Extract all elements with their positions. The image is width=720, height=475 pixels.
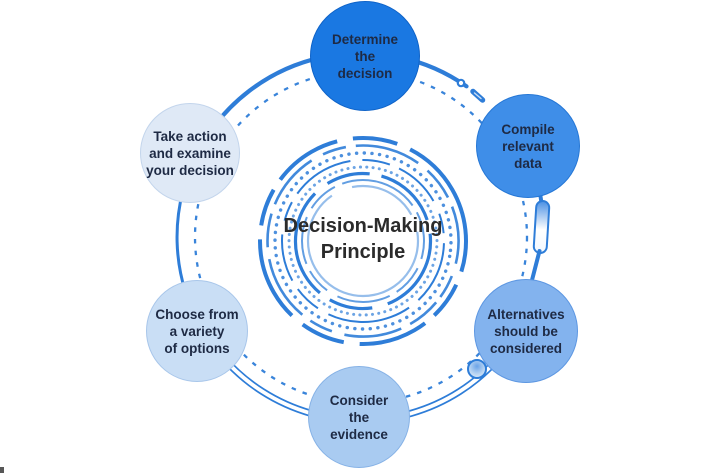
node-consider-the-evidence: Consider the evidence <box>308 366 410 468</box>
node-label-take-action: Take action and examine your decision <box>146 128 234 178</box>
right-link-lower <box>529 249 542 286</box>
node-label-determine: Determine the decision <box>331 31 399 81</box>
node-label-compile: Compile relevant data <box>501 121 555 171</box>
ring-ball <box>467 359 487 379</box>
scan-artifact <box>0 467 4 473</box>
node-compile-relevant-data: Compile relevant data <box>476 94 580 198</box>
arc-end-ring <box>456 78 466 88</box>
node-alternatives-considered: Alternatives should be considered <box>474 279 578 383</box>
center-ornament-rings <box>258 136 468 346</box>
right-link-capsule <box>532 200 551 254</box>
node-label-alternatives: Alternatives should be considered <box>487 306 565 356</box>
node-take-action: Take action and examine your decision <box>140 103 240 203</box>
node-determine-the-decision: Determine the decision <box>310 1 420 111</box>
node-label-consider: Consider the evidence <box>329 392 389 442</box>
node-label-choose: Choose from a variety of options <box>155 306 239 356</box>
diagram-title: Decision-Making Principle <box>283 215 443 263</box>
node-choose-options: Choose from a variety of options <box>146 280 248 382</box>
